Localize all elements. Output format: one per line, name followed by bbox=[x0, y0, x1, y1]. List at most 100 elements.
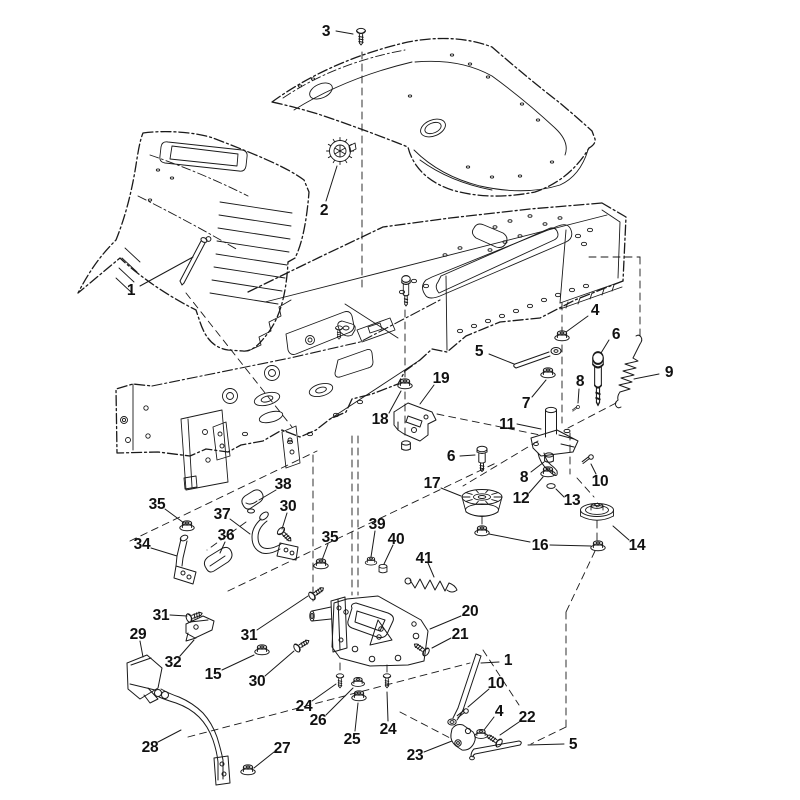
callout-leader-24 bbox=[311, 683, 337, 702]
callout-leader-37 bbox=[229, 518, 251, 535]
callout-number-21: 21 bbox=[452, 626, 469, 643]
knob-38 bbox=[241, 489, 264, 514]
callout-leader-13 bbox=[555, 488, 565, 498]
callout-number-13: 13 bbox=[564, 492, 581, 509]
nut-4-lower bbox=[474, 729, 488, 739]
callout-leader-1 bbox=[139, 256, 194, 287]
callout-leader-27 bbox=[253, 751, 275, 769]
callout-leader-11 bbox=[516, 423, 542, 430]
nut-35-left bbox=[179, 520, 195, 532]
callout-number-14: 14 bbox=[629, 537, 646, 554]
nut-27 bbox=[240, 764, 256, 776]
callout-number-24: 24 bbox=[296, 698, 313, 715]
lever-34 bbox=[173, 534, 197, 585]
screw-24-left bbox=[335, 673, 345, 689]
callout-leader-31 bbox=[256, 595, 309, 631]
nut-25 bbox=[351, 690, 367, 702]
callout-leader-20 bbox=[429, 615, 462, 630]
cam-latch-23 bbox=[450, 724, 476, 751]
pin-8-upper bbox=[571, 405, 580, 412]
nut-16-right bbox=[590, 540, 606, 552]
callout-number-11: 11 bbox=[499, 416, 515, 433]
callout-leader-8 bbox=[530, 461, 545, 473]
callout-number-10: 10 bbox=[592, 473, 609, 490]
callout-leader-9 bbox=[633, 373, 660, 380]
callout-number-18: 18 bbox=[372, 411, 389, 428]
callout-number-2: 2 bbox=[320, 202, 328, 219]
callout-leader-6 bbox=[459, 454, 476, 457]
callout-leader-17 bbox=[440, 487, 462, 497]
hood-assembly bbox=[77, 130, 310, 352]
callout-leader-40 bbox=[383, 544, 394, 565]
brake-lever-28 bbox=[154, 688, 231, 786]
callout-leader-38 bbox=[258, 489, 277, 501]
clamp-bracket bbox=[337, 320, 356, 337]
callout-number-32: 32 bbox=[165, 654, 182, 671]
callout-leader-3 bbox=[335, 30, 354, 35]
callout-number-7: 7 bbox=[522, 395, 530, 412]
callout-leader-18 bbox=[388, 390, 402, 414]
clutch-rod-5-upper bbox=[513, 347, 562, 369]
callout-number-24: 24 bbox=[380, 721, 397, 738]
callout-leader-4 bbox=[565, 315, 589, 333]
callout-leader-6 bbox=[600, 339, 610, 354]
callout-leader-26 bbox=[325, 687, 354, 716]
callout-number-35: 35 bbox=[322, 529, 339, 546]
chassis-frame bbox=[115, 202, 627, 491]
extension-spring-9 bbox=[614, 334, 643, 409]
callout-leader-36 bbox=[219, 541, 226, 554]
bolt-6-right bbox=[591, 351, 605, 407]
v-idler-pulley-17 bbox=[461, 489, 503, 517]
callout-leader-1 bbox=[480, 661, 500, 664]
lift-rod-1-upper bbox=[179, 236, 212, 286]
callout-number-8: 8 bbox=[520, 469, 529, 486]
callout-number-40: 40 bbox=[388, 531, 405, 548]
callout-number-25: 25 bbox=[344, 731, 361, 748]
washer-39 bbox=[364, 556, 378, 566]
callout-number-22: 22 bbox=[519, 709, 536, 726]
callout-number-31: 31 bbox=[153, 607, 170, 624]
callout-number-31: 31 bbox=[241, 627, 258, 644]
fender-cover bbox=[271, 37, 596, 197]
callout-leader-10 bbox=[590, 463, 597, 475]
callout-number-20: 20 bbox=[462, 603, 479, 620]
callout-number-6: 6 bbox=[447, 448, 456, 465]
callout-number-26: 26 bbox=[310, 712, 327, 729]
stud-bolt-18 bbox=[401, 275, 411, 307]
callout-number-16: 16 bbox=[532, 537, 549, 554]
washer-13 bbox=[546, 483, 556, 489]
washer-26 bbox=[351, 677, 365, 687]
nut-15 bbox=[254, 644, 270, 656]
spring-41 bbox=[404, 577, 458, 593]
callout-leader-7 bbox=[531, 379, 547, 398]
screw-3 bbox=[356, 27, 366, 46]
locknut-40 bbox=[378, 563, 388, 574]
callout-number-28: 28 bbox=[142, 739, 159, 756]
screw-31-right bbox=[306, 583, 327, 602]
callout-number-5: 5 bbox=[475, 343, 484, 360]
callout-number-27: 27 bbox=[274, 740, 291, 757]
flat-idler-pulley-14 bbox=[580, 502, 614, 521]
callout-number-37: 37 bbox=[214, 506, 231, 523]
callout-number-6: 6 bbox=[612, 326, 621, 343]
nut-35-right bbox=[313, 558, 329, 570]
callout-number-12: 12 bbox=[513, 490, 530, 507]
callout-number-34: 34 bbox=[134, 536, 151, 553]
clutch-bracket-20 bbox=[309, 595, 429, 667]
callout-leader-4 bbox=[483, 716, 495, 731]
callout-number-5: 5 bbox=[569, 736, 578, 753]
bracket-19 bbox=[393, 402, 437, 442]
pedal-pad-29 bbox=[126, 654, 163, 704]
brake-rod-1-lower bbox=[447, 653, 482, 726]
callout-number-1: 1 bbox=[504, 652, 513, 669]
grip-36 bbox=[203, 546, 233, 573]
callout-number-36: 36 bbox=[218, 527, 235, 544]
callout-leader-8 bbox=[577, 388, 580, 404]
callout-leader-29 bbox=[139, 640, 144, 658]
callout-leader-24 bbox=[386, 691, 389, 722]
bracket-32 bbox=[185, 615, 215, 642]
callout-leader-10 bbox=[467, 688, 490, 708]
callout-number-23: 23 bbox=[407, 747, 424, 764]
